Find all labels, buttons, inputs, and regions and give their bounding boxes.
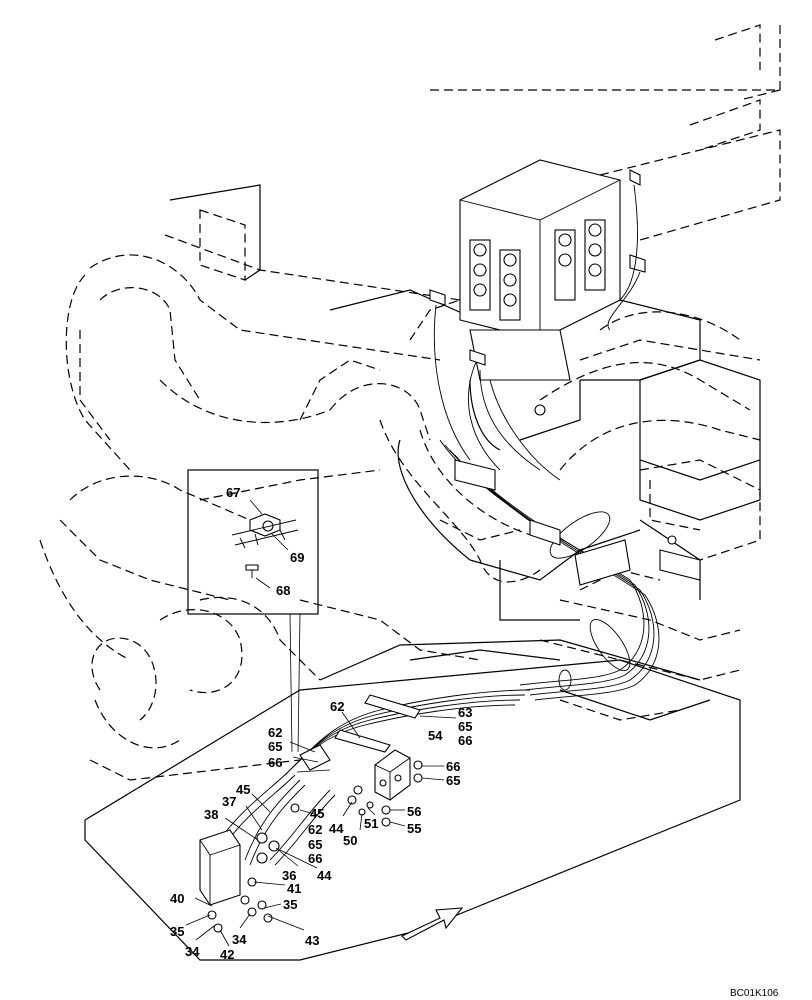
forward-direction-arrow [401,907,464,941]
part-callout: 65 [268,739,282,754]
junction-block [358,749,423,827]
part-callout: 62 [308,822,322,837]
part-callout: 45 [236,782,250,797]
machine-frame-solid [84,184,761,961]
inset-callout: 69 [290,550,304,565]
part-callout: 65 [308,837,322,852]
part-callout: 40 [170,891,184,906]
part-callout: 45 [310,806,324,821]
part-callout: 34 [185,944,200,959]
part-callout: 62 [330,699,344,714]
part-callout: 63 [458,705,472,720]
part-callout: 44 [329,821,344,836]
part-callout: 44 [317,868,332,883]
part-callout: 35 [283,897,297,912]
part-callout: 66 [268,755,282,770]
control-valve-assembly [429,159,646,416]
part-callout: 51 [364,816,378,831]
part-callout: 55 [407,821,421,836]
part-callout: 56 [407,804,421,819]
part-callout: 42 [220,947,234,962]
machine-outline-dashed [39,20,781,781]
callout-leaders [185,711,457,947]
hose-clamps [299,459,701,771]
part-callout: 41 [287,881,301,896]
part-callout: 34 [232,932,247,947]
part-callout: 62 [268,725,282,740]
detail-inset [187,469,319,753]
part-callout: 66 [446,759,460,774]
part-callout: 66 [458,733,472,748]
inset-callout: 68 [276,583,290,598]
part-callout: 66 [308,851,322,866]
drawing-code: BC01K106 [730,988,779,999]
part-callout: 35 [170,924,184,939]
part-callout: 36 [282,868,296,883]
part-callout: 43 [305,933,319,948]
part-callout: 65 [458,719,472,734]
part-callout: 54 [428,728,443,743]
part-callout: 65 [446,773,460,788]
part-callout: 50 [343,833,357,848]
part-callout: 38 [204,807,218,822]
inset-callout: 67 [226,485,240,500]
part-callout: 37 [222,794,236,809]
